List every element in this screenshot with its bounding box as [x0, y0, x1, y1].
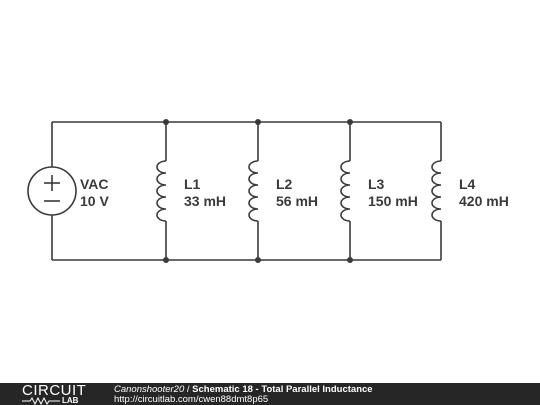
inductor-l4-value: 420 mH: [459, 193, 509, 209]
junction-node: [163, 257, 169, 263]
inductor-l3: [340, 122, 351, 260]
inductor-l4: [431, 122, 442, 260]
meta-separator: /: [184, 384, 193, 395]
ac-voltage-source: [27, 166, 77, 216]
inductor-l1-name: L1: [184, 176, 201, 192]
footer-bar: CIRCUIT LAB Canonshooter20 / Schematic 1…: [0, 383, 540, 405]
junction-node: [255, 257, 261, 263]
inductor-l4-name: L4: [459, 176, 476, 192]
junction-node: [347, 119, 353, 125]
logo-text-lab: LAB: [62, 396, 79, 405]
logo-text-circuit: CIRCUIT: [22, 382, 87, 399]
inductor-l1: [156, 122, 167, 260]
schematic-diagram: VAC 10 V L1 33 mH L2 56 mH L3 150 mH L4 …: [27, 119, 509, 263]
junction-node: [347, 257, 353, 263]
schematic-title: Schematic 18 - Total Parallel Inductance: [192, 384, 373, 395]
inductor-l1-value: 33 mH: [184, 193, 226, 209]
inductor-l2-value: 56 mH: [276, 193, 318, 209]
author-link[interactable]: Canonshooter20: [114, 384, 185, 395]
inductor-l3-name: L3: [368, 176, 385, 192]
inductor-l2: [248, 122, 259, 260]
schematic-url[interactable]: http://circuitlab.com/cwen88dmt8p65: [114, 394, 269, 405]
resistor-wave-icon: [22, 397, 60, 405]
inductor-l3-value: 150 mH: [368, 193, 418, 209]
junction-node: [163, 119, 169, 125]
source-value: 10 V: [80, 193, 109, 209]
junction-node: [255, 119, 261, 125]
circuitlab-logo[interactable]: CIRCUIT LAB: [0, 383, 98, 405]
schematic-meta: Canonshooter20 / Schematic 18 - Total Pa…: [114, 384, 373, 395]
source-name: VAC: [80, 176, 109, 192]
inductor-l2-name: L2: [276, 176, 293, 192]
